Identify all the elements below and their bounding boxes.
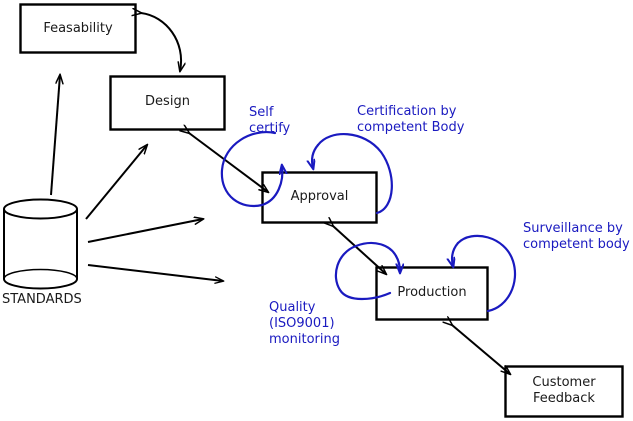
loop-surveillance-competent-body: [452, 234, 517, 313]
loop-certification-competent-body: [312, 133, 393, 215]
edge-approval-production: [333, 226, 386, 274]
node-feasability[interactable]: [19, 3, 137, 54]
edge-standards-to-feasability: [50, 75, 60, 196]
loop-label-surveillance-competent-body: Surveillance by competent body: [523, 221, 630, 252]
node-customer-feedback[interactable]: [504, 365, 624, 418]
node-standards-cylinder[interactable]: [3, 198, 78, 290]
loop-label-quality-iso9001-monitoring: Quality (ISO9001) monitoring: [269, 300, 340, 347]
node-design[interactable]: [109, 75, 226, 131]
node-label-standards: STANDARDS: [2, 292, 82, 307]
edge-standards-to-approval: [87, 219, 203, 243]
loop-label-self-certify: Self certify: [249, 105, 291, 136]
node-production[interactable]: [375, 266, 489, 321]
loop-self-certify: [220, 131, 283, 208]
loop-label-certification-competent-body: Certification by competent Body: [357, 104, 465, 135]
edge-production-customer-feedback: [452, 325, 510, 374]
node-approval[interactable]: [261, 171, 378, 224]
loop-quality-iso9001-monitoring: [334, 241, 400, 301]
edge-standards-to-design: [85, 145, 147, 220]
edge-design-to-feasability: [141, 13, 181, 71]
edge-design-approval: [189, 133, 268, 192]
edge-standards-to-production: [87, 264, 225, 284]
